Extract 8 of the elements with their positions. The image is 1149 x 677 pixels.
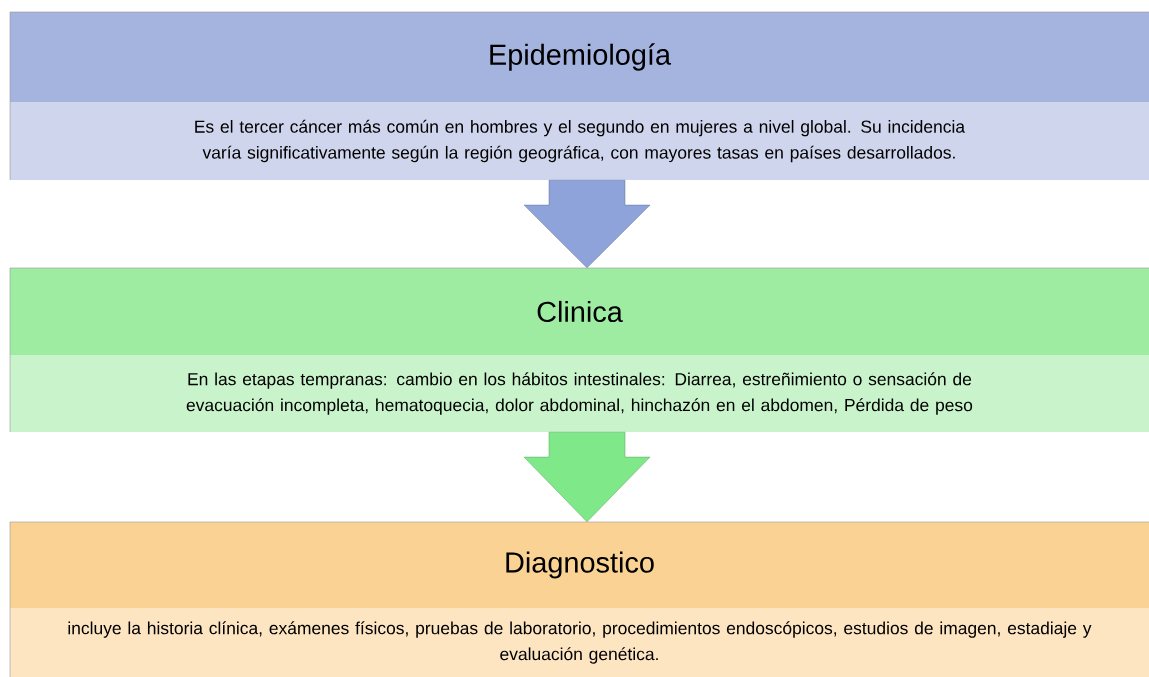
stage-box: Epidemiología Es el tercer cáncer más común en hombres y el segundo en mujeres a nivel global. Su incidencia varía significativamente según la región geográfica, con mayores tasas en países desarrollados.: [9, 11, 1149, 181]
stage-box: Diagnostico incluye la historia clínica, exámenes físicos, pruebas de laboratorio, procedimientos endoscópicos, estudios de imagen, estadiaje y evaluación genética.: [9, 521, 1149, 677]
node-label: incluye la historia clínica, exámenes físicos, pruebas de laboratorio, procedimientos endoscópicos, estudios de imagen, estadiaje y evaluación genética.: [68, 621, 1092, 664]
block-arrow: [523, 179, 651, 269]
block-arrow: [523, 431, 651, 523]
stage-box: Clinica En las etapas tempranas: cambio en los hábitos intestinales: Diarrea, estreñimiento o sensación de evacuación incompleta, hematoquecia, dolor abdominal, hinchazón en el abdomen, Pérdida de peso: [9, 267, 1149, 433]
node-label: Es el tercer cáncer más común en hombres y el segundo en mujeres a nivel global. Su incidencia varía significativamente según la región geográfica, con mayores tasas en países desarrollados.: [195, 119, 966, 163]
node-label: En las etapas tempranas: cambio en los hábitos intestinales: Diarrea, estreñimiento o sensación de evacuación incompleta, hematoquecia, dolor abdominal, hinchazón en el abdomen, Pérdida de peso: [186, 372, 973, 415]
